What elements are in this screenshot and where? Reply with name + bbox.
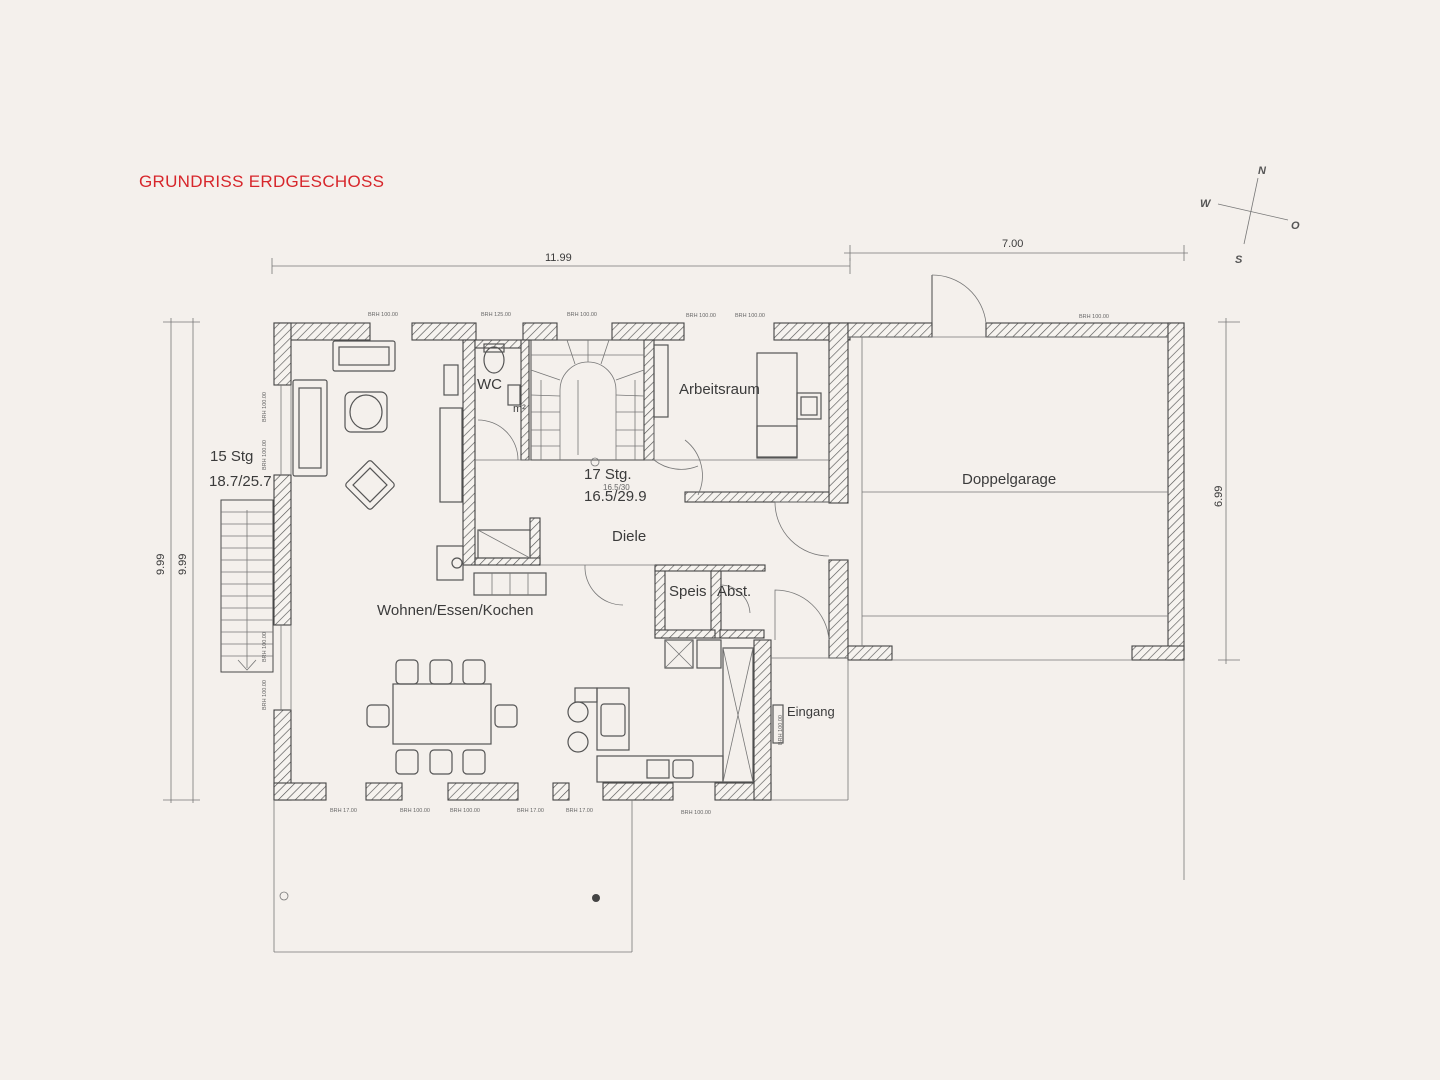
walls (273, 322, 1185, 801)
room-doppelgarage: Doppelgarage (962, 471, 1056, 488)
room-wc: WC (477, 376, 502, 393)
compass-west: W (1200, 198, 1212, 210)
brh-left-3: BRH 100.00 (262, 632, 268, 662)
brh-left-4: BRH 100.00 (262, 680, 268, 710)
room-speis: Speis (669, 583, 707, 600)
brh-bottom-5: BRH 17.00 (566, 808, 593, 814)
stairs-inner-small: 16.5/30 (603, 483, 630, 492)
compass-south: S (1235, 254, 1243, 266)
garage-side-door (931, 274, 987, 324)
room-wohnen: Wohnen/Essen/Kochen (377, 602, 534, 619)
dim-depth-garage: 6.99 (1213, 486, 1225, 507)
dim-depth-outer: 9.99 (155, 554, 167, 575)
dimension-lines: 11.99 7.00 9.99 9.99 6.99 (155, 238, 1240, 803)
room-labels: WC m² Arbeitsraum Doppelgarage Diele Woh… (209, 376, 1056, 719)
stairs-outer-count: 15 Stg (210, 448, 253, 465)
furniture (292, 340, 822, 783)
window-labels: BRH 100.00 BRH 125.00 BRH 100.00 BRH 100… (262, 312, 1109, 816)
dim-depth-inner: 9.99 (177, 554, 189, 575)
brh-bottom-2: BRH 100.00 (400, 808, 430, 814)
brh-bottom-1: BRH 17.00 (330, 808, 357, 814)
stairs-inner-ratio: 16.5/29.9 (584, 488, 647, 505)
outer-staircase (220, 499, 274, 673)
dim-width-garage: 7.00 (1002, 238, 1023, 250)
compass-north: N (1258, 165, 1267, 177)
stairs-inner-count: 17 Stg. (584, 466, 632, 483)
brh-top-3: BRH 100.00 (567, 312, 597, 318)
brh-right-1: BRH 100.00 (778, 715, 784, 745)
brh-left-1: BRH 100.00 (262, 392, 268, 422)
brh-left-2: BRH 100.00 (262, 440, 268, 470)
brh-top-2: BRH 125.00 (481, 312, 511, 318)
terrace (273, 800, 633, 953)
compass: N W O S (1200, 165, 1300, 266)
brh-bottom-6: BRH 100.00 (681, 810, 711, 816)
compass-east: O (1291, 220, 1300, 232)
brh-bottom-3: BRH 100.00 (450, 808, 480, 814)
inner-staircase (530, 339, 645, 467)
room-eingang: Eingang (787, 704, 835, 719)
stairs-outer-ratio: 18.7/25.7 (209, 473, 272, 490)
brh-bottom-4: BRH 17.00 (517, 808, 544, 814)
dim-width-house: 11.99 (545, 252, 572, 264)
door-swings (477, 419, 830, 641)
brh-top-5: BRH 100.00 (735, 313, 765, 319)
brh-top-1: BRH 100.00 (368, 312, 398, 318)
room-abst: Abst. (717, 583, 751, 600)
room-arbeitsraum: Arbeitsraum (679, 381, 760, 398)
room-diele: Diele (612, 528, 646, 545)
brh-top-6: BRH 100.00 (1079, 314, 1109, 320)
page-title: GRUNDRISS ERDGESCHOSS (139, 172, 385, 191)
brh-top-4: BRH 100.00 (686, 313, 716, 319)
wc-area-note: m² (513, 403, 526, 415)
